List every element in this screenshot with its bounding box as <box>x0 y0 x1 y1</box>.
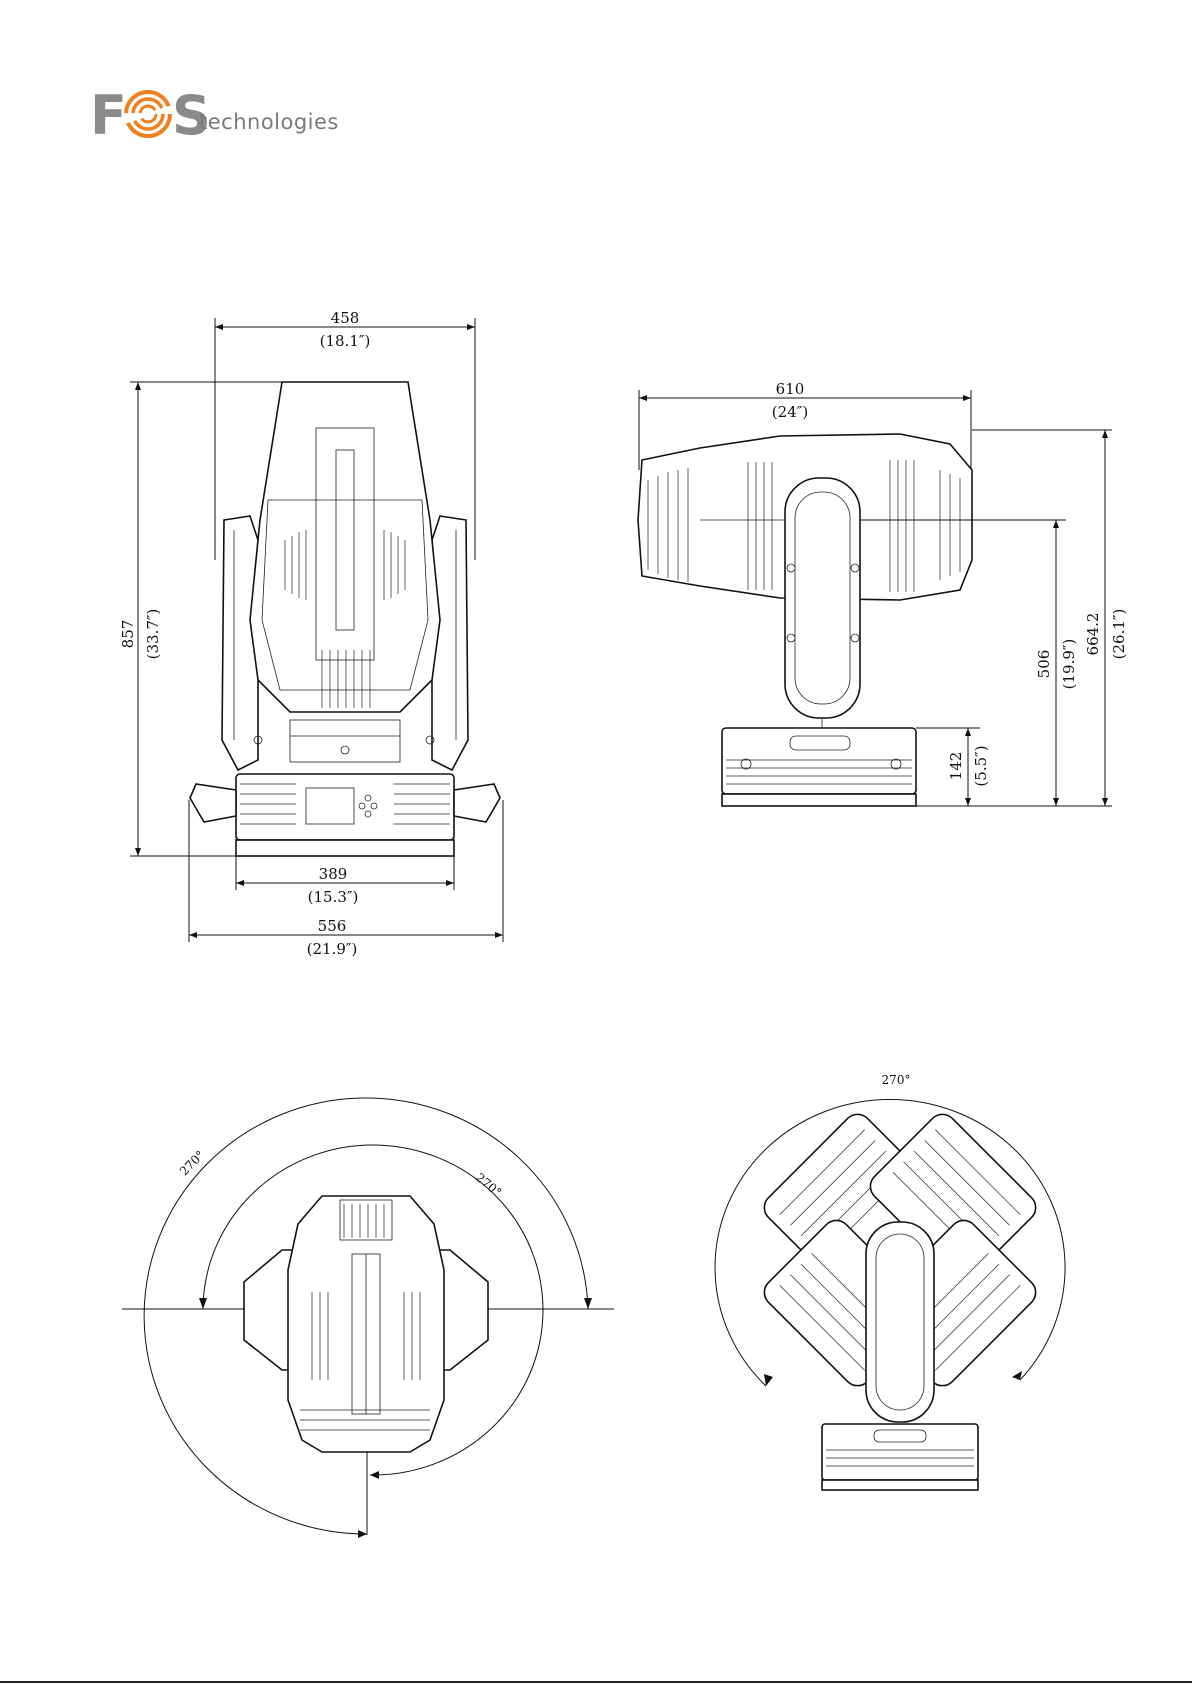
side-axis-height-in: (19.9″) <box>1060 639 1078 690</box>
front-base-width-in: (15.3″) <box>308 888 359 906</box>
front-height-in: (33.7″) <box>144 609 162 660</box>
front-overall-width-mm: 556 <box>318 917 347 935</box>
tilt-angle: 270° <box>882 1073 911 1087</box>
tilt-view: 270° <box>715 1073 1065 1490</box>
side-length-in: (24″) <box>772 403 808 421</box>
top-view: 270° 270° <box>122 1098 614 1538</box>
side-base-height-mm: 142 <box>947 752 965 781</box>
side-view: 610 (24″) <box>638 380 1128 806</box>
front-view: 458 (18.1″) 857 (33.7″) <box>119 309 503 958</box>
footer-rule <box>0 1681 1192 1683</box>
side-overall-height-in: (26.1″) <box>1110 609 1128 660</box>
front-height-mm: 857 <box>119 620 137 649</box>
pan-outer-angle: 270° <box>177 1148 207 1178</box>
side-axis-height-mm: 506 <box>1035 650 1053 679</box>
side-overall-height-mm: 664.2 <box>1084 613 1102 656</box>
front-base-width-mm: 389 <box>319 865 348 883</box>
front-overall-width-in: (21.9″) <box>307 940 358 958</box>
side-length-mm: 610 <box>776 380 805 398</box>
side-base-height-in: (5.5″) <box>972 745 990 786</box>
pan-inner-angle: 270° <box>473 1170 504 1199</box>
front-top-width-mm: 458 <box>331 309 360 327</box>
front-top-width-in: (18.1″) <box>320 332 371 350</box>
